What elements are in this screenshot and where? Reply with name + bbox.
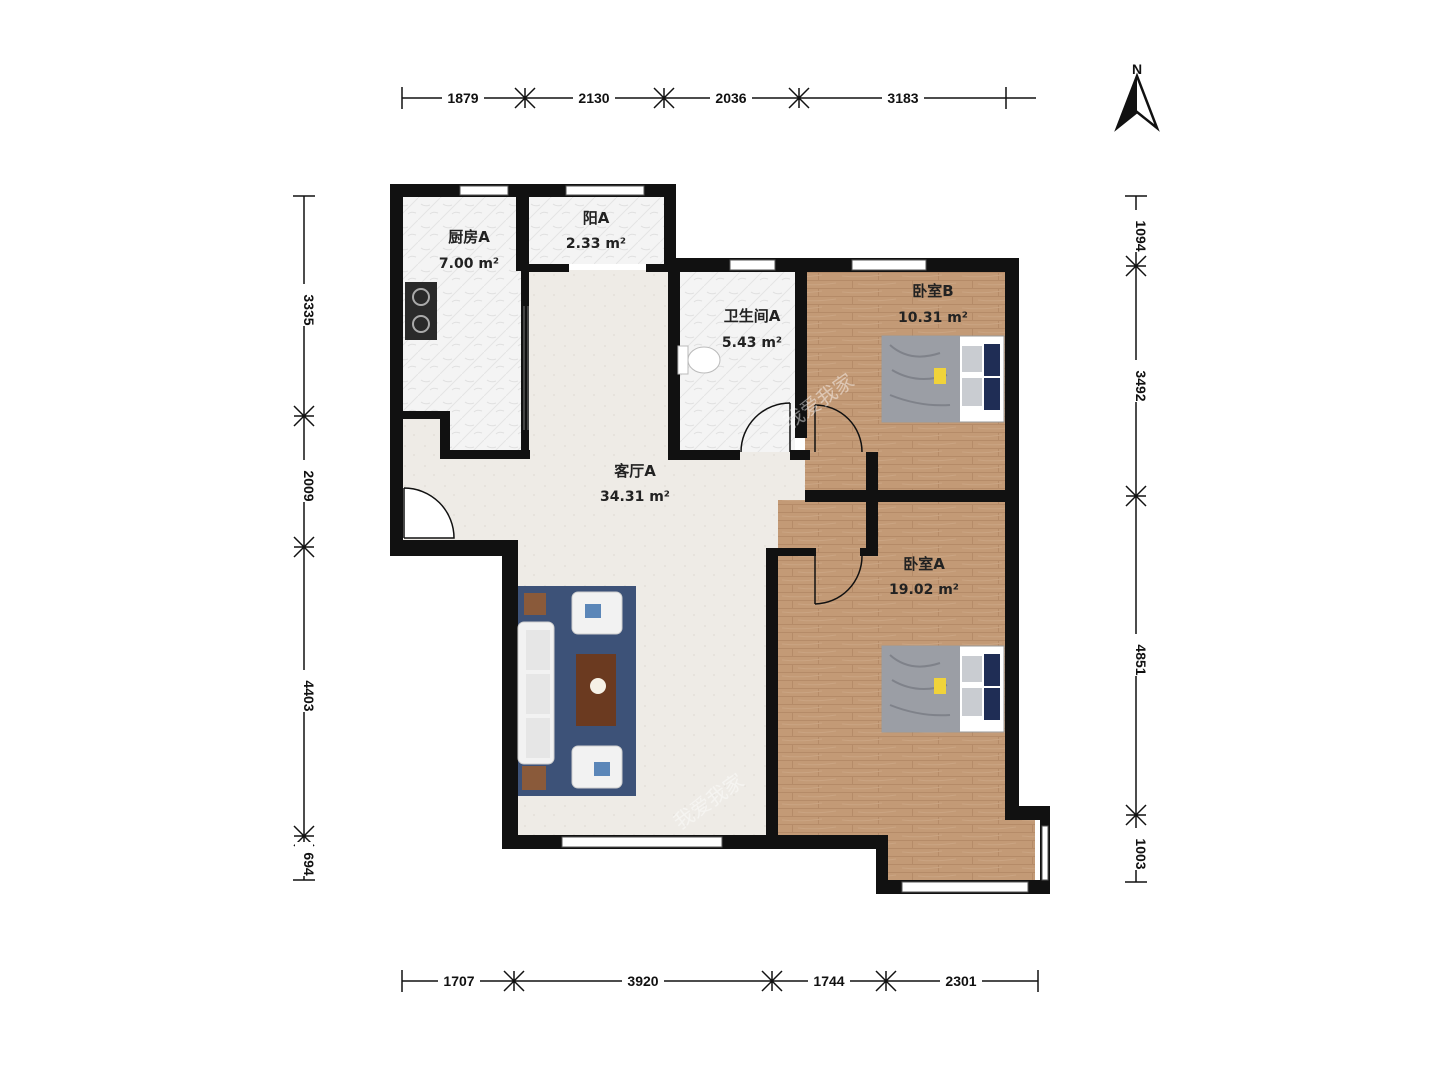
dim-top-2: 2130 — [578, 90, 609, 106]
door-bathroom — [740, 402, 791, 453]
dim-top-3: 2036 — [715, 90, 746, 106]
window-bedroom-b — [851, 259, 927, 271]
dim-left-1: 3335 — [301, 294, 317, 325]
kitchen-area: 7.00 m² — [439, 256, 499, 272]
bedroom-a-area: 19.02 m² — [889, 582, 959, 598]
bed-icon — [881, 335, 1005, 423]
windows — [459, 185, 1049, 893]
bedroom-b-area: 10.31 m² — [898, 310, 968, 326]
window-living — [561, 836, 723, 848]
window-bathroom — [729, 259, 776, 271]
dim-left-3: 4403 — [301, 680, 317, 711]
balcony-floor — [529, 197, 664, 264]
bathroom-name: 卫生间A — [724, 307, 781, 325]
door-entrance — [403, 487, 455, 539]
dim-bottom-2: 3920 — [627, 973, 658, 989]
dim-right-2: 3492 — [1133, 370, 1149, 401]
window-kitchen — [459, 185, 509, 196]
door-bedroom-b — [814, 404, 863, 453]
balcony-name: 阳A — [583, 209, 610, 227]
kitchen-name: 厨房A — [448, 228, 490, 246]
door-bedroom-a — [814, 555, 863, 605]
kitchen-sliding-door — [523, 306, 529, 430]
dim-left-2: 2009 — [301, 470, 317, 501]
side-table-icon — [524, 593, 546, 615]
bed-icon — [881, 645, 1005, 733]
living-room-furniture — [517, 586, 636, 796]
window-bedroom-a-bottom — [901, 881, 1029, 893]
bedroom-a-name: 卧室A — [903, 555, 945, 573]
dim-bottom-1: 1707 — [443, 973, 474, 989]
dim-right-3: 4851 — [1133, 644, 1149, 675]
room-labels: 厨房A 7.00 m² 阳A 2.33 m² 卫生间A 5.43 m² 卧室B … — [439, 209, 968, 598]
doors — [403, 306, 863, 605]
kitchen-stove-icon — [405, 282, 437, 340]
dim-right-1: 1094 — [1133, 220, 1149, 251]
balcony-area: 2.33 m² — [566, 236, 626, 252]
living-area: 34.31 m² — [600, 489, 670, 505]
living-name: 客厅A — [613, 462, 656, 480]
window-balcony — [565, 185, 645, 196]
dim-left-4: 694 — [301, 852, 317, 876]
side-table-icon — [522, 766, 546, 790]
dim-labels: 1879 2130 2036 3183 1707 3920 1744 2301 … — [295, 89, 1149, 990]
dim-top-1: 1879 — [447, 90, 478, 106]
north-arrow-icon: N — [1114, 61, 1160, 132]
dim-bottom-3: 1744 — [813, 973, 844, 989]
toilet-icon — [677, 345, 721, 375]
dim-top-4: 3183 — [887, 90, 918, 106]
dim-right — [1125, 195, 1147, 883]
kitchen-floor-lower — [447, 411, 524, 453]
bathroom-area: 5.43 m² — [722, 335, 782, 351]
dim-bottom — [401, 970, 1039, 992]
bedroom-b-name: 卧室B — [912, 282, 953, 300]
compass-label: N — [1132, 61, 1142, 77]
window-bedroom-a-side — [1041, 825, 1049, 881]
dim-right-4: 1003 — [1133, 838, 1149, 869]
dim-bottom-4: 2301 — [945, 973, 976, 989]
